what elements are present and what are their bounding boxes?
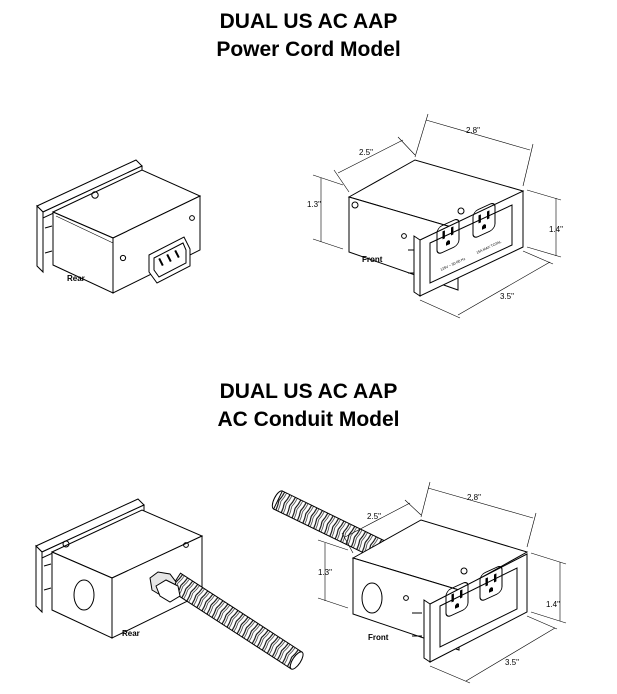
power-cord-title-line1: DUAL US AC AAP xyxy=(219,10,398,33)
knockout-icon xyxy=(73,579,95,611)
screw-icon xyxy=(183,542,189,548)
dim-width: 2.8" xyxy=(467,493,481,502)
power-cord-rear-label: Rear xyxy=(67,274,85,283)
screw-icon xyxy=(62,540,70,548)
power-cord-front-view: 125V ~ 50-60 Hz 15A MAX TOTAL Front 2.5"… xyxy=(307,113,563,319)
dimension-lines xyxy=(317,481,567,684)
screw-icon xyxy=(119,254,127,262)
conduit-rear-label: Rear xyxy=(122,629,140,638)
dim-plate-width: 3.5" xyxy=(505,658,519,667)
screw-icon xyxy=(189,215,195,221)
power-cord-rear-view: Rear xyxy=(36,159,202,294)
dim-width: 2.8" xyxy=(466,126,480,135)
screw-icon xyxy=(401,233,407,239)
power-cord-title-line2: Power Cord Model xyxy=(216,38,401,61)
dim-plate-width: 3.5" xyxy=(500,292,514,301)
conduit-title-line1: DUAL US AC AAP xyxy=(219,380,398,403)
conduit-title: DUAL US AC AAP AC Conduit Model xyxy=(0,378,617,434)
conduit-rear-view: Rear xyxy=(35,498,304,670)
dim-height-plate: 1.4" xyxy=(546,600,560,609)
screw-icon xyxy=(351,201,359,209)
power-cord-front-label: Front xyxy=(362,255,383,264)
screw-icon xyxy=(403,595,409,601)
dim-depth: 2.5" xyxy=(359,148,373,157)
conduit-front-view: Front 2.5" 2.8" 1.3" 1.4" 3.5" xyxy=(271,481,567,684)
conduit-hose-icon xyxy=(149,571,304,670)
screw-icon xyxy=(460,567,468,575)
rear-plate-front-edge xyxy=(36,204,44,274)
dim-depth: 2.5" xyxy=(367,512,381,521)
screw-icon xyxy=(457,207,465,215)
iec-inlet-icon xyxy=(148,236,191,284)
dim-height-body: 1.3" xyxy=(318,568,332,577)
rear-box-end xyxy=(112,195,201,294)
conduit-front-label: Front xyxy=(368,633,389,642)
outlet-frame xyxy=(429,204,513,284)
dim-height-body: 1.3" xyxy=(307,200,321,209)
knockout-icon xyxy=(361,582,383,614)
power-cord-title: DUAL US AC AAP Power Cord Model xyxy=(0,8,617,64)
dimension-lines xyxy=(312,113,562,319)
conduit-title-line2: AC Conduit Model xyxy=(217,408,400,431)
dim-height-plate: 1.4" xyxy=(549,225,563,234)
screw-icon xyxy=(91,191,99,199)
